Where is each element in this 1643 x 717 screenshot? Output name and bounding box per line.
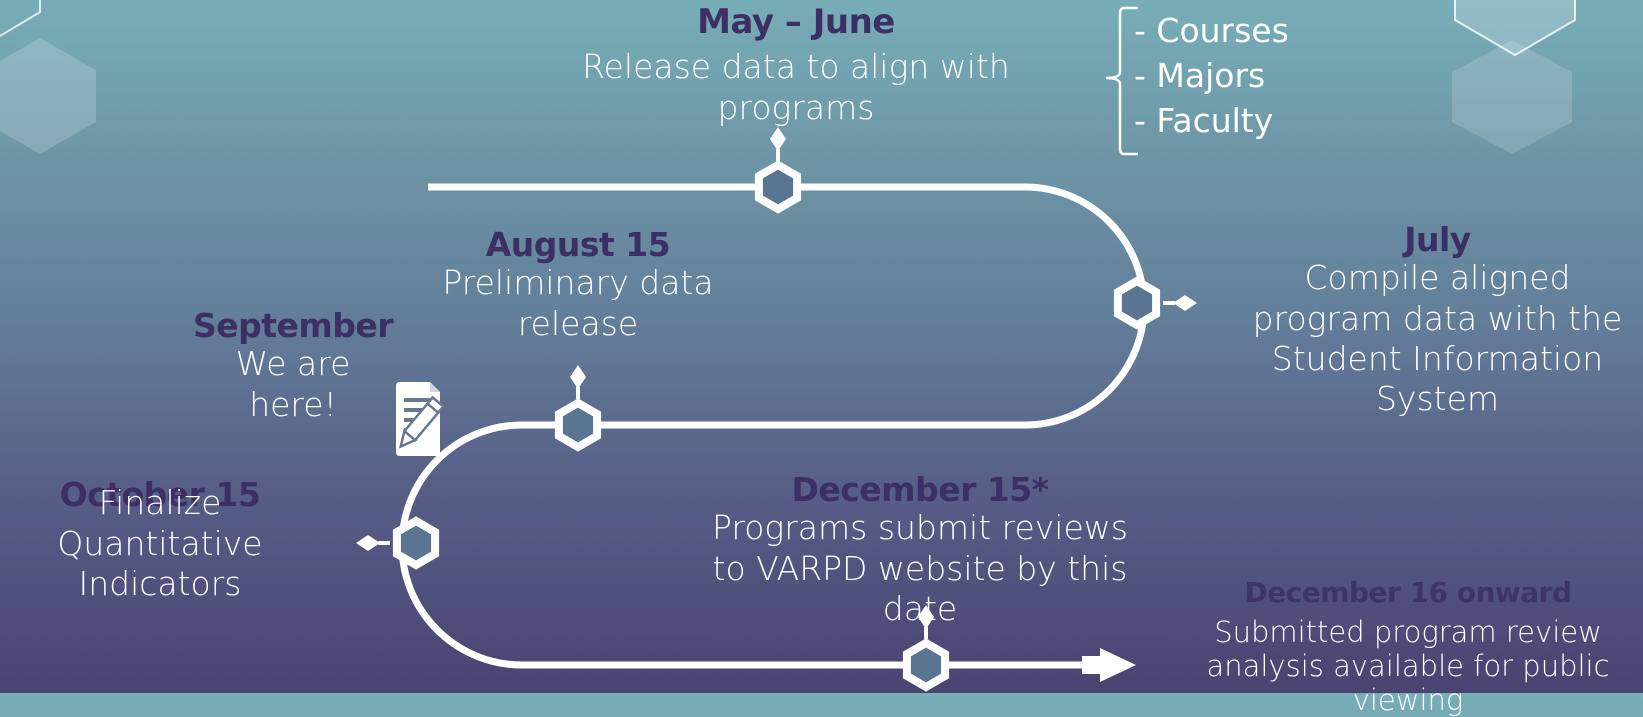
milestone-date: September (192, 306, 394, 345)
hexagon-icon (1452, 0, 1576, 154)
milestone-date: October 15 (59, 475, 261, 514)
timeline-path (398, 183, 1148, 669)
milestone-date: December 16 onward (1244, 576, 1572, 609)
milestone-description: Release data to align with programs (582, 47, 1010, 127)
hexagon-marker-icon (1113, 276, 1197, 330)
timeline-road (356, 6, 1197, 692)
milestone-august-15: August 15 Preliminary data release (438, 225, 718, 344)
note-with-pencil-icon (396, 382, 446, 456)
milestone-july: July Compile aligned program data with t… (1240, 220, 1635, 419)
hexagon-marker-icon (554, 365, 602, 452)
milestone-december-16-onward: December 16 onward Submitted program rev… (1178, 576, 1638, 717)
hexagon-marker-icon (754, 127, 802, 214)
milestone-october-15: October 15 Finalize Quantitative Indicat… (0, 473, 320, 630)
hexagon-icon (0, 0, 96, 154)
milestone-december-15: December 15* Programs submit reviews to … (700, 470, 1140, 629)
align-items-list: - Courses - Majors - Faculty (1134, 8, 1289, 143)
milestone-date: August 15 (485, 225, 671, 264)
arrow-right-icon (1082, 648, 1136, 682)
milestone-description: Submitted program review analysis availa… (1206, 614, 1610, 717)
hexagon-marker-icon (902, 605, 950, 692)
hexagon-marker-icon (356, 516, 440, 570)
align-item-courses: - Courses (1134, 11, 1289, 50)
milestone-may-june: May – June Release data to align with pr… (520, 2, 1072, 128)
milestone-description: We are here! (235, 344, 351, 424)
milestone-description: Finalize Quantitative Indicators (57, 483, 263, 603)
align-item-faculty: - Faculty (1134, 101, 1274, 140)
milestone-description: Compile aligned program data with the St… (1252, 258, 1623, 419)
milestone-date: May – June (697, 2, 895, 42)
align-item-majors: - Majors (1134, 56, 1266, 95)
milestone-date: December 15* (791, 470, 1049, 509)
milestone-description: Programs submit reviews to VARPD website… (712, 508, 1128, 628)
milestone-date: July (1404, 220, 1471, 259)
milestone-september: September We are here! (188, 306, 398, 425)
bracket (1105, 6, 1138, 156)
milestone-description: Preliminary data release (442, 263, 714, 343)
